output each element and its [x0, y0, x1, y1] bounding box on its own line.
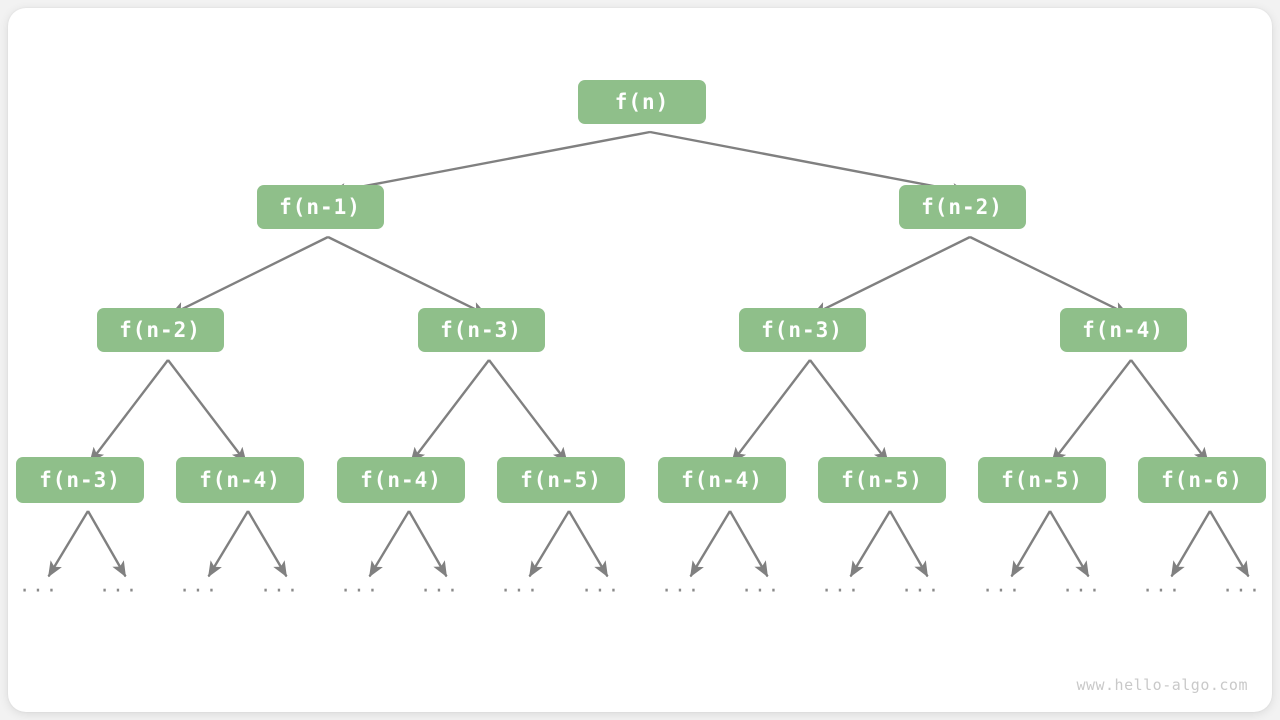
tree-node-label: f(n-5) — [1001, 468, 1083, 492]
tree-node-label: f(n-4) — [1082, 318, 1164, 342]
ellipsis-marker: ... — [660, 574, 702, 597]
tree-node-label: f(n-1) — [279, 195, 361, 219]
diagram-card: f(n) f(n-1) f(n-2) f(n-2) f(n-3) f(n-3) f(n-4)… — [8, 8, 1272, 712]
tree-node-n3[interactable]: f(n-2) — [96, 308, 224, 352]
tree-edge — [409, 359, 490, 464]
ellipsis-marker: ... — [259, 574, 301, 597]
tree-edge — [969, 235, 1130, 316]
tree-edge — [327, 235, 488, 316]
ellipsis-marker: ... — [1141, 574, 1183, 597]
tree-edge — [407, 510, 448, 578]
watermark-label: www.hello-algo.com — [1076, 676, 1248, 694]
ellipsis-marker: ... — [499, 574, 541, 597]
ellipsis-marker: ... — [178, 574, 220, 597]
ellipsis-marker: ... — [98, 574, 140, 597]
tree-node-label: f(n-3) — [440, 318, 522, 342]
tree-node-label: f(n-2) — [921, 195, 1003, 219]
ellipsis-marker: ... — [820, 574, 862, 597]
ellipsis-marker: ... — [339, 574, 381, 597]
diagram-stage: f(n) f(n-1) f(n-2) f(n-2) f(n-3) f(n-3) f(n-4)… — [8, 8, 1272, 712]
tree-node-label: f(n-4) — [681, 468, 763, 492]
tree-node-n1[interactable]: f(n-1) — [256, 185, 384, 229]
tree-edge — [1208, 510, 1250, 578]
tree-node-label: f(n-2) — [119, 318, 201, 342]
tree-node-n7[interactable]: f(n-3) — [16, 457, 144, 503]
tree-edge — [1170, 510, 1212, 578]
tree-edge — [169, 235, 329, 316]
tree-node-label: f(n-6) — [1161, 468, 1243, 492]
tree-node-n5[interactable]: f(n-3) — [738, 308, 866, 352]
tree-edge — [88, 359, 169, 464]
tree-edge — [730, 359, 811, 464]
tree-edge — [888, 510, 929, 578]
tree-node-n11[interactable]: f(n-4) — [658, 457, 786, 503]
tree-edge — [246, 510, 288, 578]
ellipsis-marker: ... — [1061, 574, 1103, 597]
tree-edge — [528, 510, 571, 578]
tree-node-label: f(n-3) — [39, 468, 121, 492]
tree-edge — [1010, 510, 1052, 578]
tree-node-n8[interactable]: f(n-4) — [176, 457, 304, 503]
ellipsis-marker: ... — [1221, 574, 1263, 597]
tree-edge — [330, 130, 651, 197]
tree-edge — [689, 510, 732, 578]
tree-node-label: f(n-4) — [199, 468, 281, 492]
tree-edge — [488, 359, 569, 464]
tree-edge — [811, 235, 971, 316]
tree-node-label: f(n-5) — [520, 468, 602, 492]
ellipsis-marker: ... — [981, 574, 1023, 597]
tree-node-label: f(n-5) — [841, 468, 923, 492]
tree-edge — [207, 510, 250, 578]
tree-edge — [849, 510, 892, 578]
ellipsis-marker: ... — [580, 574, 622, 597]
ellipsis-marker: ... — [900, 574, 942, 597]
tree-node-n9[interactable]: f(n-4) — [337, 457, 465, 503]
tree-node-label: f(n-3) — [761, 318, 843, 342]
tree-edge — [368, 510, 411, 578]
tree-node-n0[interactable]: f(n) — [578, 80, 706, 124]
tree-edge — [809, 359, 890, 464]
tree-node-n4[interactable]: f(n-3) — [417, 308, 545, 352]
tree-edge — [47, 510, 90, 578]
tree-node-n12[interactable]: f(n-5) — [818, 457, 946, 503]
ellipsis-marker: ... — [18, 574, 60, 597]
edge-group — [47, 130, 1250, 578]
tree-edge — [1048, 510, 1090, 578]
tree-node-n10[interactable]: f(n-5) — [497, 457, 625, 503]
tree-edge — [567, 510, 609, 578]
tree-edge — [1130, 359, 1210, 464]
ellipsis-marker: ... — [419, 574, 461, 597]
tree-edge — [728, 510, 769, 578]
tree-edge — [1050, 359, 1132, 464]
tree-edge — [167, 359, 248, 464]
tree-node-n13[interactable]: f(n-5) — [978, 457, 1106, 503]
tree-edge — [649, 130, 968, 197]
tree-node-label: f(n-4) — [360, 468, 442, 492]
tree-node-n14[interactable]: f(n-6) — [1138, 457, 1266, 503]
tree-node-label: f(n) — [614, 90, 670, 114]
tree-node-n2[interactable]: f(n-2) — [898, 185, 1026, 229]
ellipsis-marker: ... — [740, 574, 782, 597]
tree-edge — [86, 510, 127, 578]
tree-node-n6[interactable]: f(n-4) — [1059, 308, 1187, 352]
